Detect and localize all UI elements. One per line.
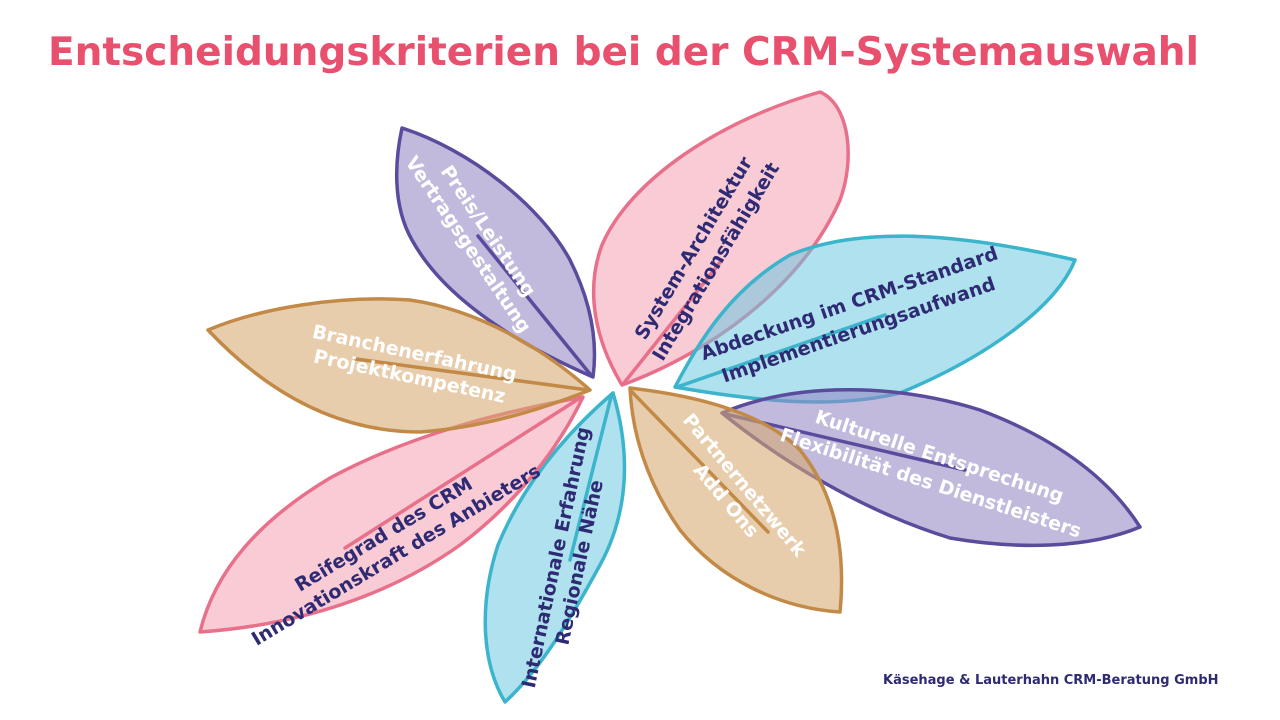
petal-vein-international (568, 395, 613, 562)
petal-vein-reifegrad (343, 396, 582, 550)
petal-shape-preis (394, 126, 597, 379)
petal-vein-standard (675, 313, 887, 389)
petal-vein-branche (354, 357, 590, 392)
slide-title: Entscheidungskriterien bei der CRM-Syste… (48, 30, 1199, 75)
petal-vein-architektur (622, 258, 724, 385)
petal-vein-partner (630, 390, 770, 534)
petal-shape-kultur (720, 388, 1142, 548)
petal-reifegrad (198, 395, 585, 634)
petal-vein-preis (476, 234, 592, 376)
petal-international (483, 391, 627, 704)
petal-partner (628, 386, 844, 614)
petal-shape-international (483, 391, 627, 704)
petal-preis (394, 126, 597, 379)
petal-branche (206, 297, 592, 434)
company-footer: Käsehage & Lauterhahn CRM-Beratung GmbH (883, 673, 1219, 688)
petal-layer (198, 90, 1142, 704)
